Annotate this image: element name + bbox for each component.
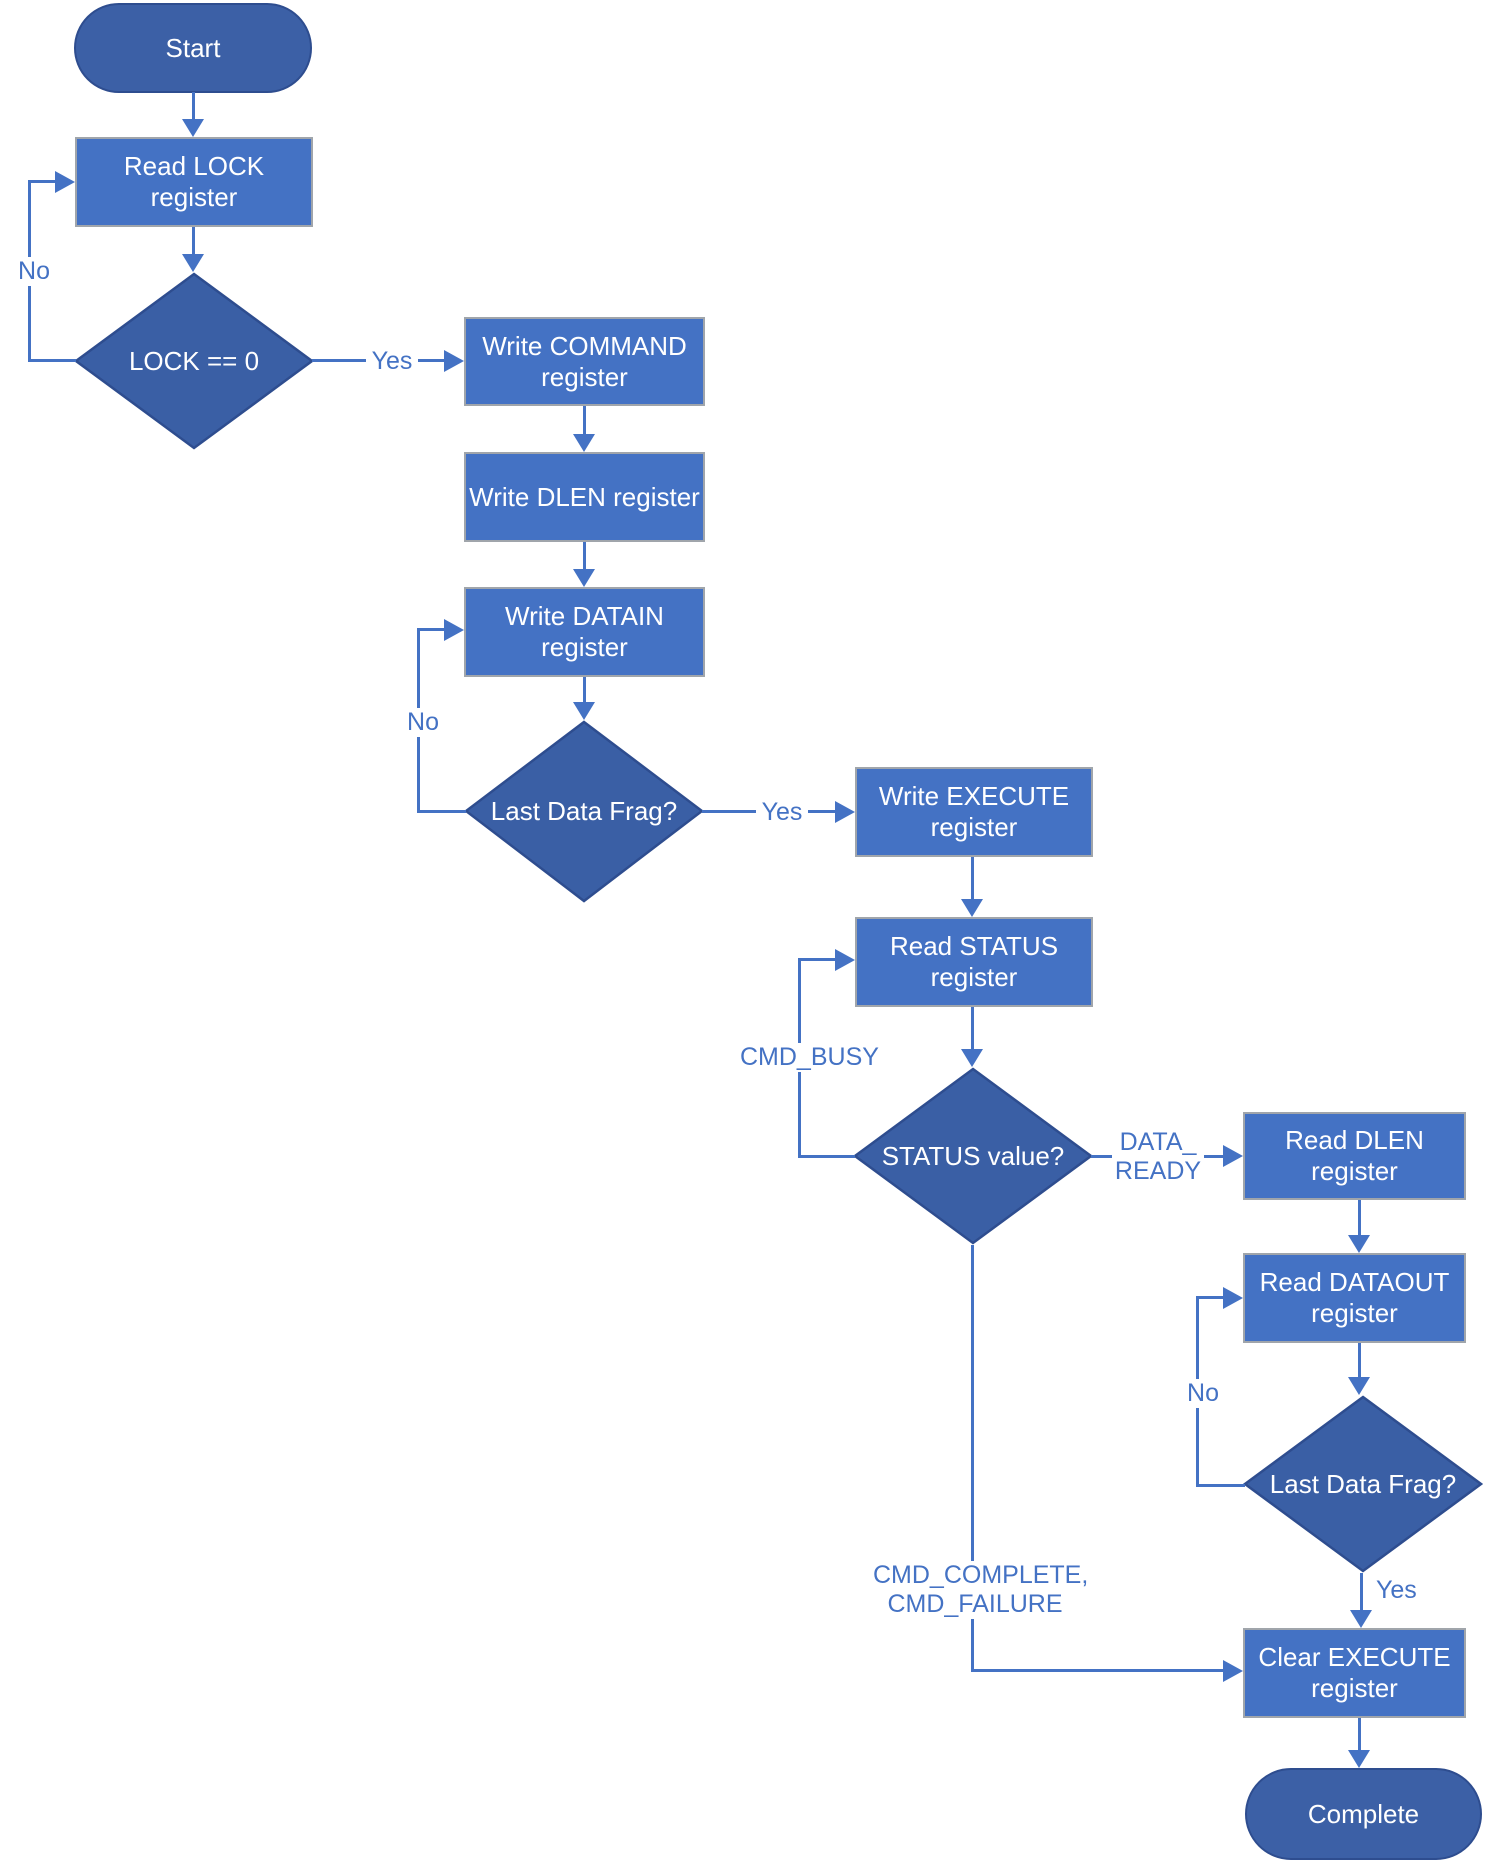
node-label: register xyxy=(541,632,628,662)
node-label: register xyxy=(1311,1673,1398,1703)
node-label: Clear EXECUTE xyxy=(1258,1642,1451,1672)
node-status-value-decision: STATUS value? xyxy=(853,1067,1093,1245)
node-label: Write COMMAND xyxy=(482,330,687,361)
edge-label-yes-3: Yes xyxy=(1374,1576,1430,1605)
node-read-dlen-register: Read DLEN register xyxy=(1243,1112,1466,1200)
edge-label-line: CMD_FAILURE xyxy=(887,1590,1063,1618)
arrowhead-down-icon xyxy=(961,899,983,917)
arrowhead-down-icon xyxy=(573,702,595,720)
connector-readlock-lockcheck xyxy=(192,227,195,256)
node-start: Start xyxy=(74,3,312,93)
node-label: Write DLEN register xyxy=(469,481,700,512)
edge-label-no-2: No xyxy=(399,708,447,737)
node-label: Write EXECUTE xyxy=(878,781,1070,811)
node-last-data-frag-decision-1: Last Data Frag? xyxy=(464,720,704,903)
diamond-shape xyxy=(464,720,704,903)
arrowhead-right-icon xyxy=(835,949,855,971)
connector-no-loop-1 xyxy=(28,180,55,183)
arrowhead-down-icon xyxy=(573,434,595,452)
node-read-status-register: Read STATUS register xyxy=(855,917,1093,1007)
arrowhead-down-icon xyxy=(1348,1750,1370,1768)
edge-label-cmd-busy: CMD_BUSY xyxy=(738,1043,879,1072)
connector-cmd-busy-loop xyxy=(798,1155,855,1158)
diamond-shape xyxy=(74,272,314,450)
edge-label-yes-1: Yes xyxy=(366,347,418,376)
arrowhead-right-icon xyxy=(1223,1660,1243,1682)
node-label: register xyxy=(930,812,1018,842)
arrowhead-down-icon xyxy=(1348,1377,1370,1395)
connector-start-readlock xyxy=(192,92,195,122)
node-label: register xyxy=(930,962,1018,992)
connector-cmd-complete xyxy=(971,1669,1223,1672)
connector-no-loop-1 xyxy=(28,359,76,362)
node-label: Last Data Frag? xyxy=(490,796,678,826)
node-label: STATUS value? xyxy=(881,1140,1065,1171)
connector-status-decision xyxy=(971,1007,974,1051)
node-label: register xyxy=(1311,1298,1398,1328)
node-label: Complete xyxy=(1307,1798,1420,1829)
node-label: LOCK == 0 xyxy=(128,345,260,376)
connector-command-dlen xyxy=(583,406,586,438)
node-write-dlen-register: Write DLEN register xyxy=(464,452,705,542)
connector-cmd-complete xyxy=(971,1245,974,1672)
connector-datain-frag1 xyxy=(583,677,586,706)
node-write-execute-register: Write EXECUTE register xyxy=(855,767,1093,857)
connector-no-loop-2 xyxy=(417,628,445,631)
arrowhead-right-icon xyxy=(1223,1145,1243,1167)
node-lock-check-decision: LOCK == 0 xyxy=(74,272,314,450)
node-read-lock-register: Read LOCK register xyxy=(75,137,313,227)
arrowhead-right-icon xyxy=(1223,1287,1243,1309)
node-complete: Complete xyxy=(1245,1768,1482,1860)
connector-dlen-datain xyxy=(583,542,586,573)
node-read-dataout-register: Read DATAOUT register xyxy=(1243,1253,1466,1343)
node-clear-execute-register: Clear EXECUTE register xyxy=(1243,1628,1466,1718)
connector-execute-status xyxy=(971,857,974,903)
arrowhead-down-icon xyxy=(1350,1610,1372,1628)
edge-label-cmd-complete-failure: CMD_COMPLETE, CMD_FAILURE xyxy=(871,1561,1089,1619)
arrowhead-right-icon xyxy=(835,801,855,823)
node-label: Read LOCK register xyxy=(123,151,265,212)
connector-no-loop-3 xyxy=(1196,1296,1224,1299)
connector-yes-frag2 xyxy=(1360,1573,1363,1613)
node-label: Read STATUS xyxy=(889,931,1059,961)
edge-label-data-ready: DATA_ READY xyxy=(1112,1128,1204,1186)
arrowhead-right-icon xyxy=(444,619,464,641)
node-write-command-register: Write COMMAND register xyxy=(464,317,705,406)
node-label: Last Data Frag? xyxy=(1269,1468,1457,1499)
arrowhead-down-icon xyxy=(182,119,204,137)
node-label: register xyxy=(541,361,628,392)
node-label: Read DATAOUT xyxy=(1259,1267,1450,1297)
connector-no-loop-2 xyxy=(417,810,466,813)
node-label: Read DLEN register xyxy=(1285,1125,1424,1186)
connector-cmd-busy-loop xyxy=(798,958,835,961)
connector-dlen-dataout xyxy=(1358,1200,1361,1237)
arrowhead-down-icon xyxy=(573,569,595,587)
node-label: Start xyxy=(165,32,221,63)
connector-dataout-frag2 xyxy=(1358,1343,1361,1379)
connector-clear-complete xyxy=(1358,1718,1361,1752)
diamond-shape xyxy=(1243,1395,1483,1573)
node-write-datain-register: Write DATAIN register xyxy=(464,587,705,677)
arrowhead-down-icon xyxy=(961,1049,983,1067)
edge-label-line: DATA_ xyxy=(1119,1128,1197,1156)
arrowhead-down-icon xyxy=(182,254,204,272)
edge-label-line: READY xyxy=(1114,1157,1202,1185)
edge-label-no-3: No xyxy=(1179,1379,1227,1408)
diamond-shape xyxy=(853,1067,1093,1245)
connector-no-loop-3 xyxy=(1196,1484,1245,1487)
arrowhead-right-icon xyxy=(55,171,75,193)
arrowhead-right-icon xyxy=(444,350,464,372)
node-label: Write DATAIN xyxy=(505,601,664,631)
node-last-data-frag-decision-2: Last Data Frag? xyxy=(1243,1395,1483,1573)
edge-label-yes-2: Yes xyxy=(756,798,808,827)
arrowhead-down-icon xyxy=(1348,1235,1370,1253)
edge-label-no-1: No xyxy=(12,257,56,286)
edge-label-line: CMD_COMPLETE, xyxy=(873,1561,1089,1589)
